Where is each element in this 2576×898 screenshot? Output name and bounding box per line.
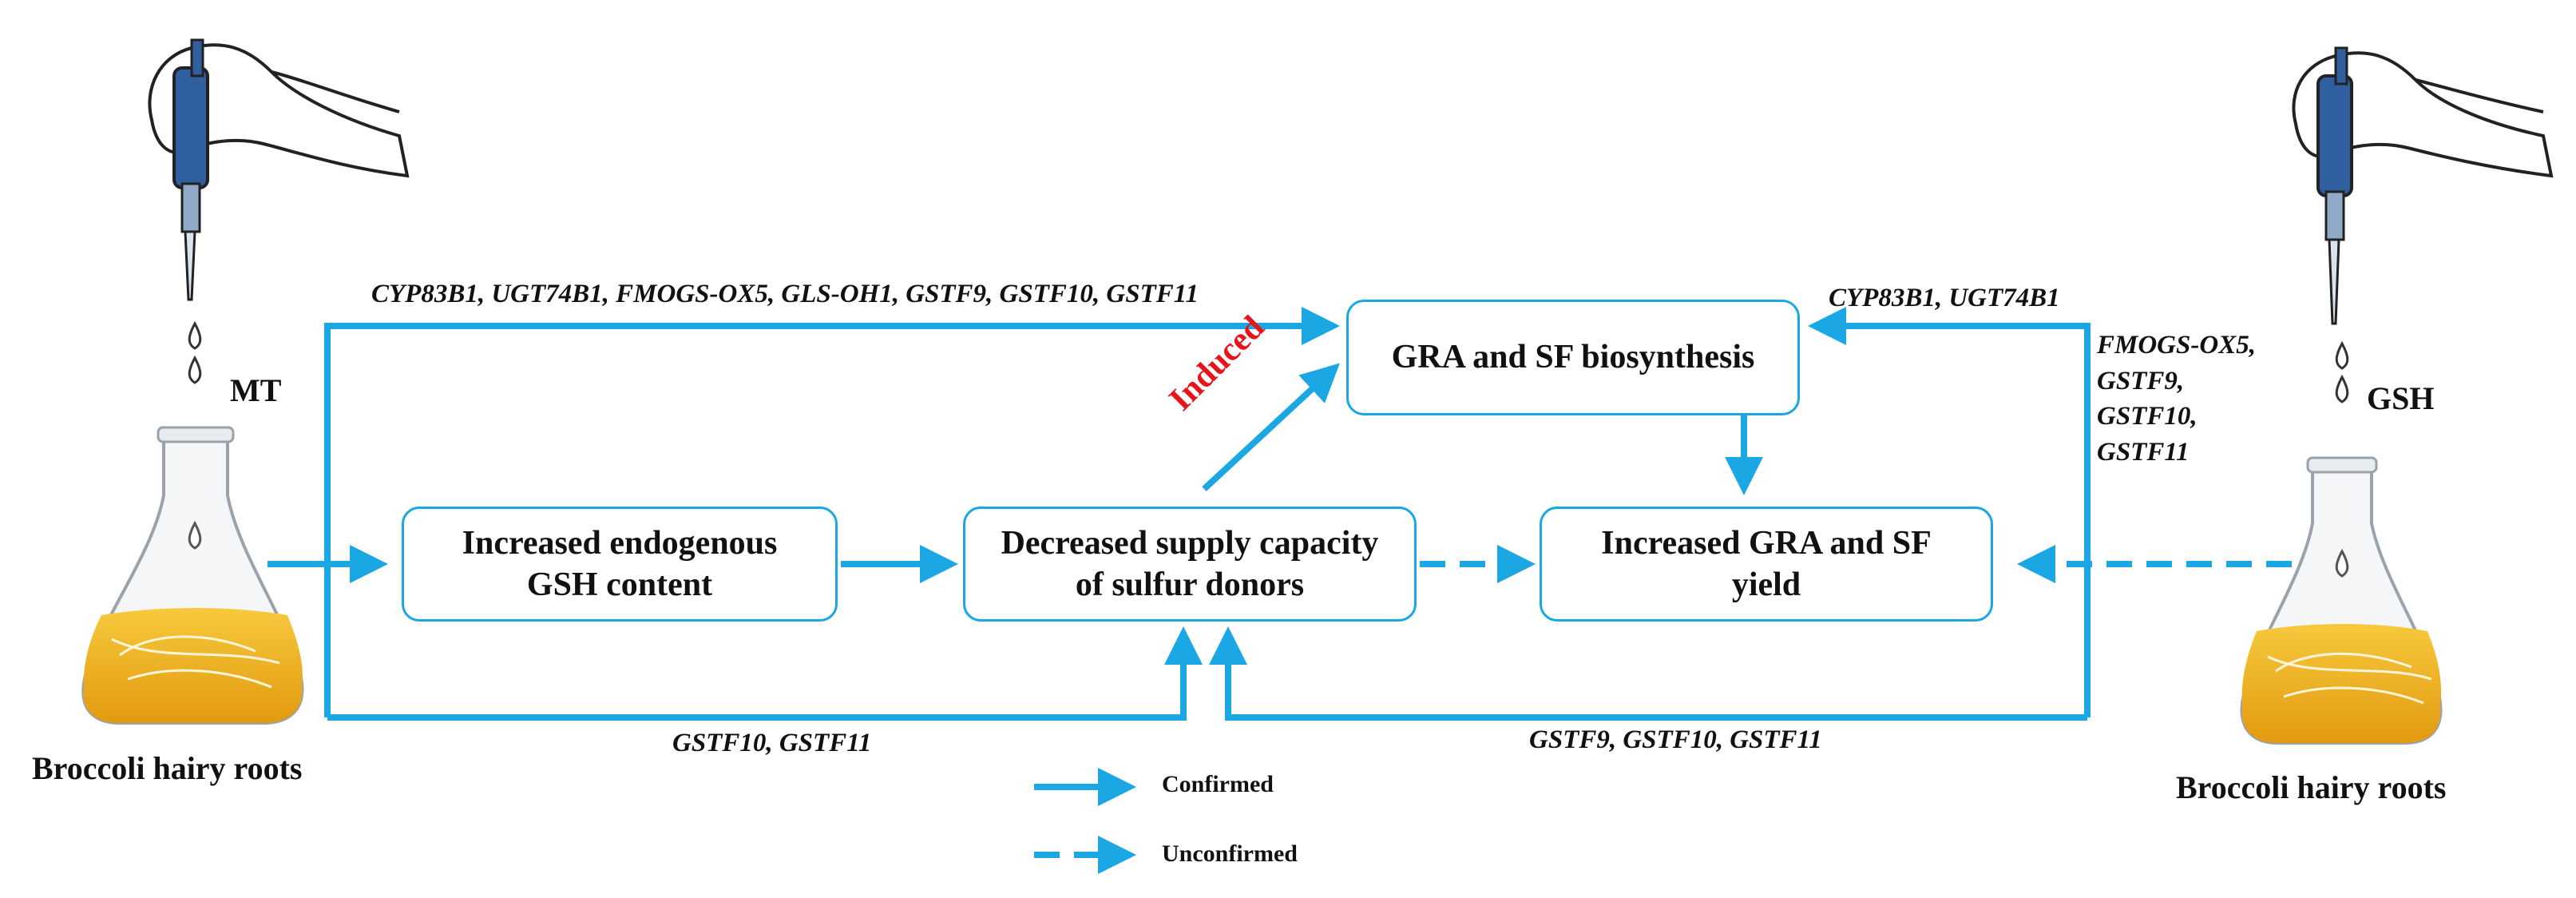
gene-right-1: FMOGS-OX5, [2097,331,2256,360]
pipette-hand-icon [148,38,410,301]
gene-right-4: GSTF11 [2097,437,2190,467]
genes-bottom-right: GSTF9, GSTF10, GSTF11 [1529,725,1822,754]
treatment-label-gsh: GSH [2367,380,2435,416]
pipette-hand-icon [2292,46,2554,325]
sample-label-right: Broccoli hairy roots [2176,769,2447,805]
box-sulfur-line2: of sulfur donors [1075,566,1305,603]
arrow-mt-to-sulfur [327,626,1203,721]
arrow-gsh-to-biosynthesis [1808,307,2091,717]
sample-label-left: Broccoli hairy roots [32,750,303,786]
legend-confirmed-label: Confirmed [1162,771,1274,797]
genes-bottom-left: GSTF10, GSTF11 [672,729,872,757]
arrow-mt-to-biosynthesis [324,307,1340,717]
box-gsh-line2: GSH content [526,566,713,603]
legend-unconfirmed-label: Unconfirmed [1162,840,1298,867]
box-yield-line1: Increased GRA and SF [1601,524,1932,562]
box-biosynthesis: GRA and SF biosynthesis [1346,300,1800,415]
droplet-icon [188,320,202,384]
box-gsh-line1: Increased endogenous [462,524,778,562]
box-decreased-sulfur: Decreased supply capacity of sulfur dono… [963,507,1417,622]
flask-icon [2240,456,2443,745]
droplet-icon [2335,340,2349,403]
box-biosynthesis-label: GRA and SF biosynthesis [1391,339,1755,376]
treatment-label-mt: MT [230,372,282,408]
box-increased-yield: Increased GRA and SF yield [1540,507,1993,622]
flask-icon [81,426,304,725]
genes-top-right: CYP83B1, UGT74B1 [1829,284,2060,312]
gene-right-2: GSTF9, [2097,366,2185,395]
box-yield-line2: yield [1731,566,1801,603]
box-sulfur-line1: Decreased supply capacity [1001,524,1379,562]
gene-right-3: GSTF10, [2097,402,2198,431]
arrow-gsh-to-sulfur [1209,626,2087,721]
box-increased-gsh: Increased endogenous GSH content [402,507,838,622]
arrow-induced [1202,363,1340,491]
genes-top-left: CYP83B1, UGT74B1, FMOGS-OX5, GLS-OH1, GS… [371,280,1199,308]
genes-right-side: FMOGS-OX5, GSTF9, GSTF10, GSTF11 [2097,328,2256,470]
